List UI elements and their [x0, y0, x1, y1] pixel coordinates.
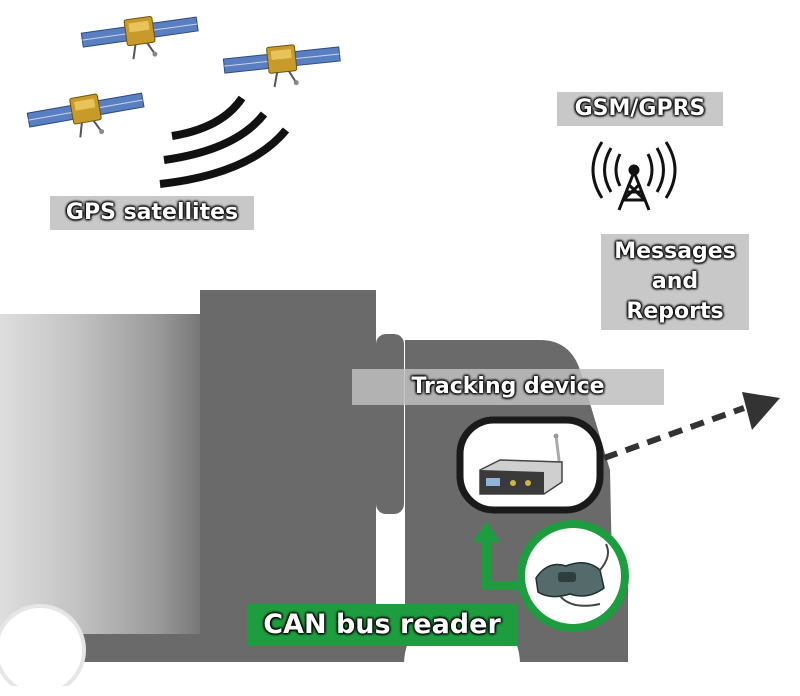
messages-line: Messages	[614, 239, 736, 264]
reports-line: Reports	[626, 299, 724, 324]
trailer	[0, 314, 210, 634]
rear-wheel	[0, 606, 84, 694]
satellite-icon	[25, 85, 149, 148]
and-line: and	[651, 269, 699, 294]
can-bus-reader-label: CAN bus reader	[247, 604, 517, 646]
can-reader-icon	[517, 520, 629, 632]
satellite-icon	[221, 39, 344, 94]
gps-satellites-label: GPS satellites	[50, 196, 254, 230]
data-flow-arrow	[473, 521, 538, 590]
satellite-icon	[79, 9, 202, 68]
gsm-gprs-label: GSM/GPRS	[557, 92, 723, 126]
tracking-device-label: Tracking device	[352, 369, 664, 405]
cell-tower-icon	[591, 141, 677, 211]
transmission-arrow	[602, 392, 780, 461]
messages-reports-label: Messages and Reports	[601, 234, 749, 330]
tracking-device-icon	[456, 416, 604, 514]
signal-waves-icon	[159, 95, 290, 188]
